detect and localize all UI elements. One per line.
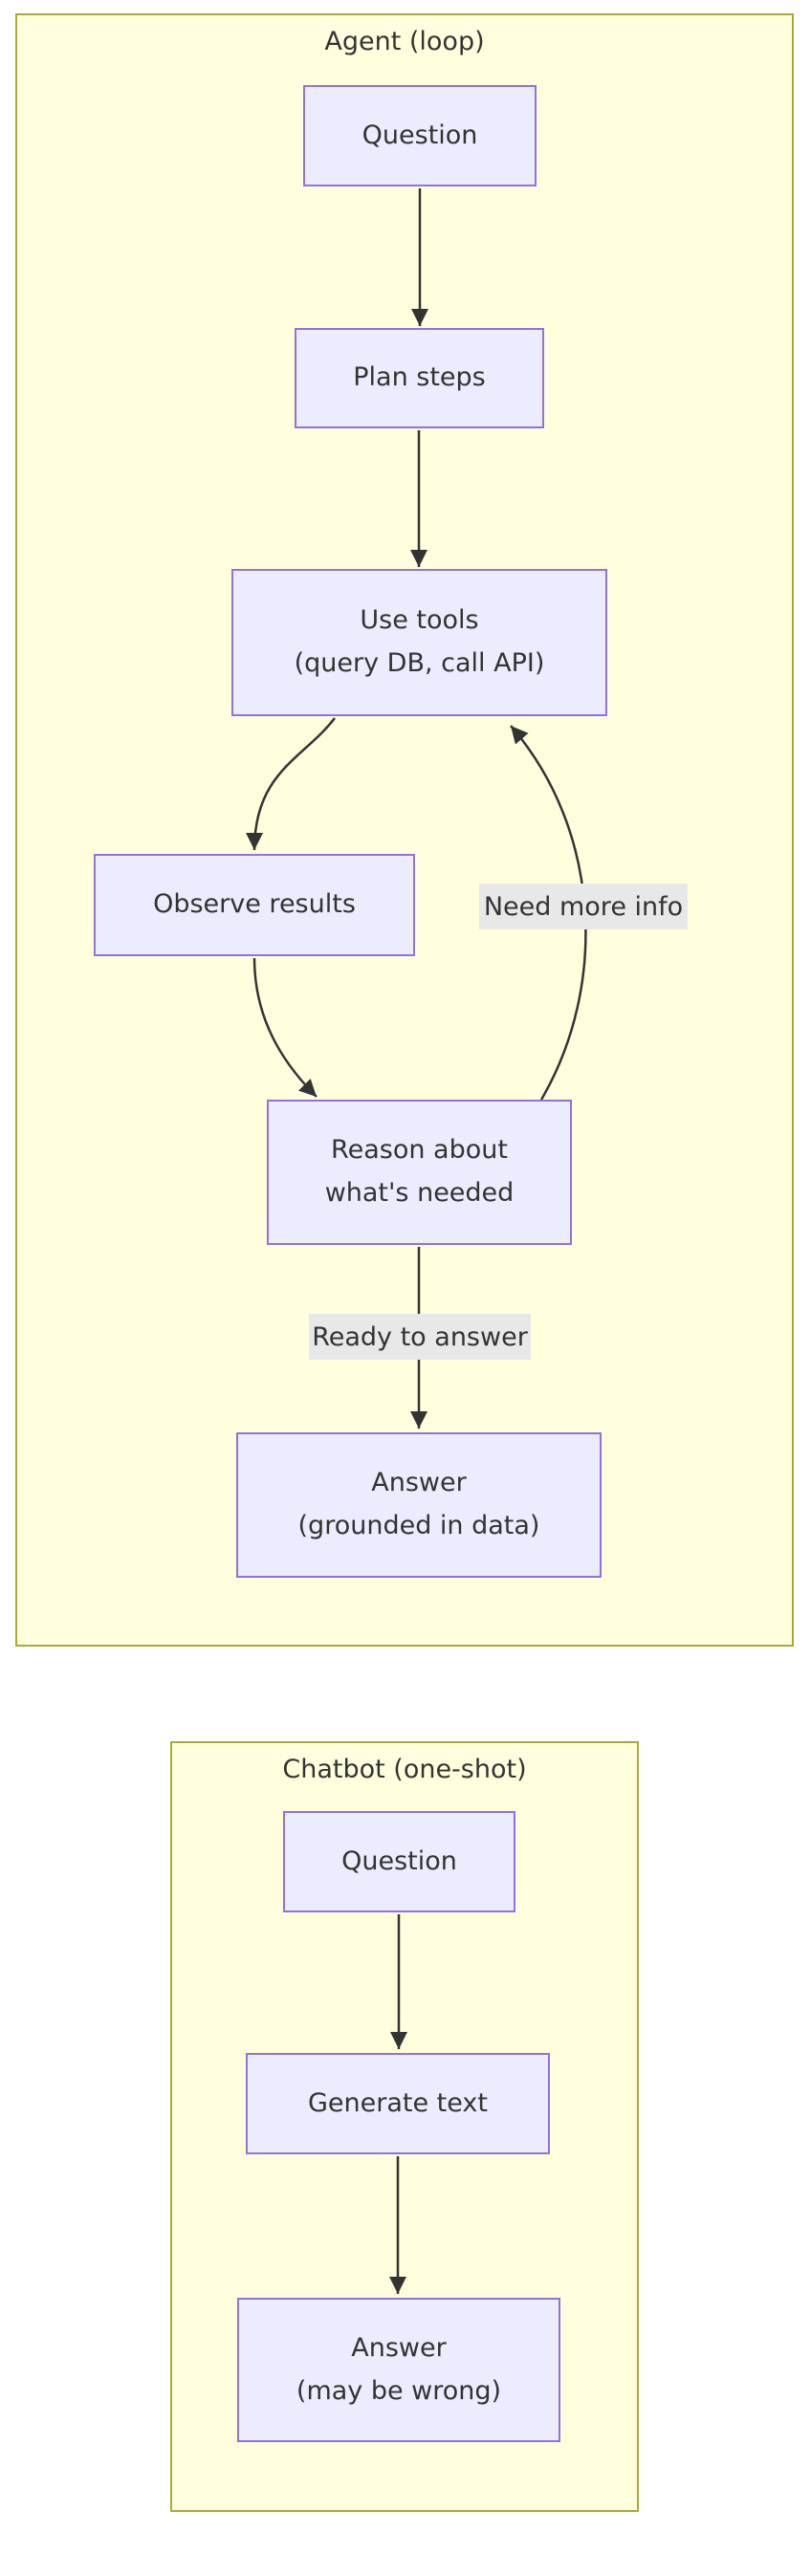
- node-agent-reason: Reason about what's needed: [267, 1100, 572, 1245]
- node-agent-answer: Answer (grounded in data): [236, 1432, 602, 1578]
- node-chatbot-generate-text: Generate text: [246, 2053, 550, 2154]
- cluster-agent-title: Agent (loop): [324, 27, 485, 56]
- node-agent-use-tools: Use tools (query DB, call API): [231, 569, 607, 716]
- cluster-agent-loop: Agent (loop): [15, 13, 794, 1647]
- node-chatbot-answer: Answer (may be wrong): [237, 2298, 560, 2442]
- edge-label-ready-to-answer: Ready to answer: [309, 1314, 531, 1360]
- edge-label-need-more-info: Need more info: [479, 884, 688, 929]
- node-agent-observe-results: Observe results: [94, 854, 415, 956]
- node-agent-plan-steps: Plan steps: [295, 328, 544, 428]
- node-agent-question: Question: [303, 85, 537, 186]
- node-chatbot-question: Question: [283, 1811, 515, 1912]
- cluster-chatbot-title: Chatbot (one-shot): [282, 1755, 527, 1784]
